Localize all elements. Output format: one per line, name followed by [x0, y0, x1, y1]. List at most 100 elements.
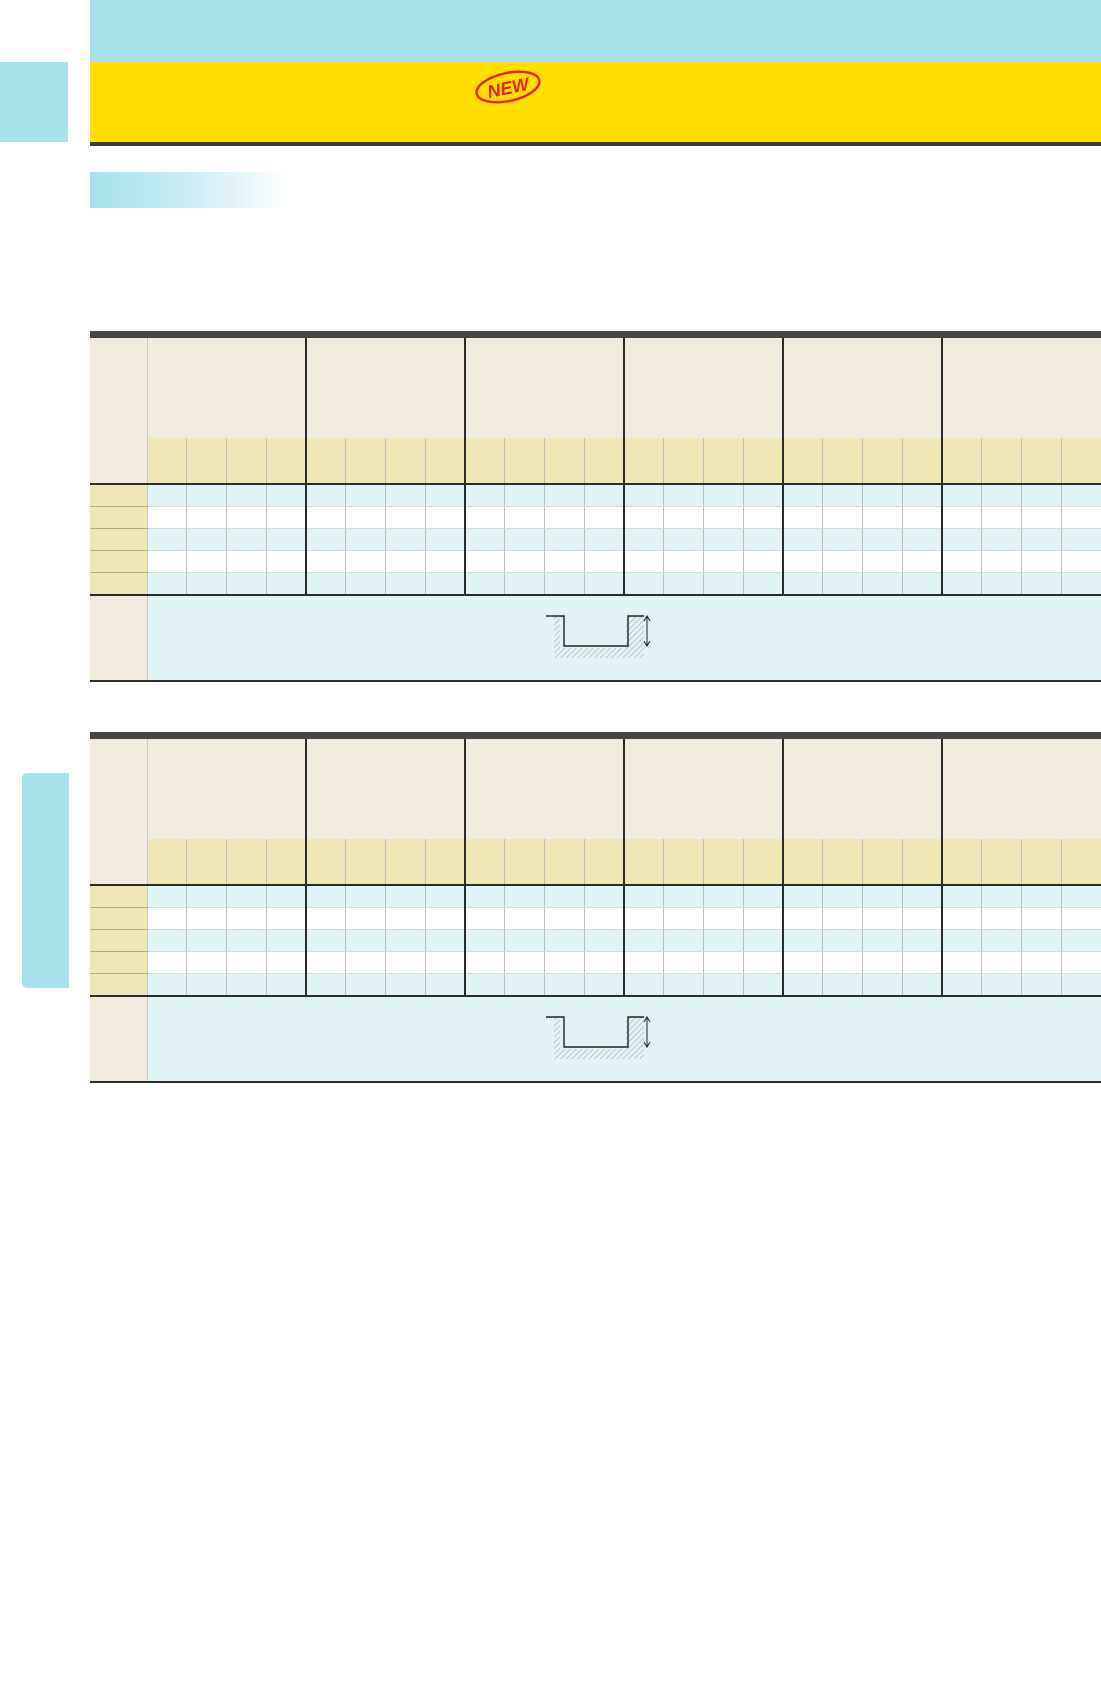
- table-cell: [345, 907, 386, 930]
- table-cell: [1021, 929, 1062, 952]
- size-corner-cell: [90, 438, 148, 485]
- table-cell: [584, 484, 625, 507]
- table-cell: [703, 528, 744, 551]
- table-cell: [624, 484, 665, 507]
- diagram-row: [90, 995, 1101, 1083]
- header-corner-cell: [90, 331, 148, 438]
- group-header-cell: [942, 331, 1101, 438]
- table-cell: [1021, 951, 1062, 974]
- groove-depth-diagram-icon: [545, 1016, 650, 1059]
- size-header-cell: [624, 839, 665, 886]
- table-cell: [186, 973, 227, 997]
- table-cell: [425, 528, 466, 551]
- table-cell: [226, 484, 267, 507]
- table-cell: [1021, 550, 1062, 573]
- table-cell: [822, 550, 863, 573]
- table-cell: [345, 572, 386, 596]
- table-cell: [743, 951, 784, 974]
- size-header-cell: [942, 839, 983, 886]
- table-cell: [624, 973, 665, 997]
- table-cell: [186, 506, 227, 529]
- table-cell: [703, 907, 744, 930]
- table-cell: [743, 572, 784, 596]
- group-header-cell: [147, 732, 307, 839]
- table-cell: [663, 572, 704, 596]
- table-cell: [226, 550, 267, 573]
- table-cell: [663, 907, 704, 930]
- table-cell: [703, 951, 744, 974]
- table-cell: [465, 907, 506, 930]
- table-cell: [226, 973, 267, 997]
- spec-table-1: [90, 331, 1101, 682]
- size-header-cell: [584, 438, 625, 485]
- table-cell: [902, 484, 943, 507]
- size-header-cell: [226, 839, 267, 886]
- table-cell: [345, 929, 386, 952]
- table-cell: [902, 929, 943, 952]
- table-cell: [345, 973, 386, 997]
- size-header-cell: [465, 438, 506, 485]
- section-heading-bar: [90, 172, 286, 208]
- table-cell: [584, 907, 625, 930]
- size-header-cell: [981, 839, 1022, 886]
- size-header-cell: [822, 839, 863, 886]
- table-cell: [385, 484, 426, 507]
- table-cell: [981, 973, 1022, 997]
- table-cell: [584, 572, 625, 596]
- size-header-cell: [703, 438, 744, 485]
- table-cell: [862, 572, 903, 596]
- size-header-cell: [147, 438, 188, 485]
- size-header-cell: [663, 438, 704, 485]
- size-header-cell: [385, 438, 426, 485]
- diagram-corner-cell: [90, 594, 148, 682]
- diagram-row: [90, 594, 1101, 682]
- table-cell: [226, 528, 267, 551]
- table-cell: [465, 528, 506, 551]
- diagram-corner-cell: [90, 995, 148, 1083]
- table-cell: [862, 973, 903, 997]
- table-cell: [226, 907, 267, 930]
- group-header-row: [90, 732, 1101, 839]
- table-cell: [465, 929, 506, 952]
- table-cell: [822, 484, 863, 507]
- table-cell: [981, 550, 1022, 573]
- table-cell: [306, 885, 347, 908]
- table-cell: [306, 907, 347, 930]
- table-cell: [1021, 907, 1062, 930]
- table-cell: [306, 929, 347, 952]
- size-header-cell: [306, 438, 347, 485]
- table-cell: [822, 951, 863, 974]
- table-cell: [504, 907, 545, 930]
- size-header-cell: [1061, 438, 1101, 485]
- table-row: [90, 951, 1101, 974]
- side-index-tab-bottom[interactable]: [22, 773, 69, 988]
- table-cell: [942, 885, 983, 908]
- table-cell: [465, 885, 506, 908]
- table-cell: [186, 885, 227, 908]
- table-cell: [942, 572, 983, 596]
- table-cell: [822, 929, 863, 952]
- group-header-cell: [465, 331, 625, 438]
- spec-table-2: [90, 732, 1101, 1083]
- table-cell: [465, 951, 506, 974]
- table-cell: [425, 572, 466, 596]
- table-cell: [385, 506, 426, 529]
- side-tab-notch: [0, 863, 22, 988]
- group-header-cell: [147, 331, 307, 438]
- table-cell: [663, 929, 704, 952]
- table-cell: [624, 506, 665, 529]
- side-index-tab-top[interactable]: [0, 62, 68, 142]
- table-cell: [981, 528, 1022, 551]
- table-cell: [902, 951, 943, 974]
- size-header-cell: [822, 438, 863, 485]
- table-cell: [703, 484, 744, 507]
- table-cell: [981, 885, 1022, 908]
- table-cell: [822, 885, 863, 908]
- table-row: [90, 506, 1101, 529]
- group-header-cell: [783, 732, 943, 839]
- table-cell: [743, 550, 784, 573]
- table-cell: [147, 951, 188, 974]
- table-cell: [544, 973, 585, 997]
- table-cell: [425, 951, 466, 974]
- row-label-cell: [90, 885, 148, 908]
